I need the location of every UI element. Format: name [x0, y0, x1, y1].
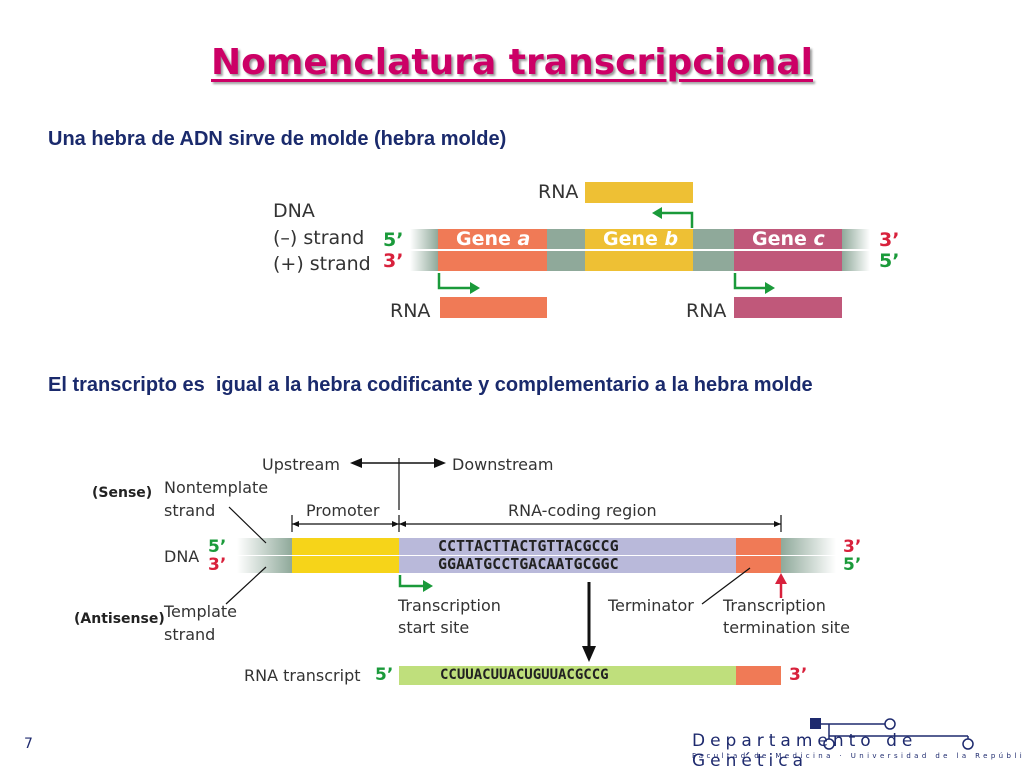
strand-bottom-end-right — [842, 251, 870, 271]
arrow-gene-c-icon — [733, 273, 767, 290]
arrow-gene-a-icon — [437, 273, 472, 290]
gene-c-bottom — [734, 251, 842, 271]
tss-label-1: Transcription — [398, 596, 501, 615]
dna-label-2: DNA — [164, 547, 200, 566]
dna2-top-end-left — [237, 538, 292, 555]
dna2-top-end-right — [781, 538, 836, 555]
rna-sequence: CCUUACUUACUGUUACGCCG — [440, 667, 609, 683]
three-prime-left-bottom: 3’ — [383, 250, 404, 272]
tts-label-2: termination site — [723, 618, 851, 637]
strand-top-end-right — [842, 229, 870, 249]
five-prime-right-bottom-2: 5’ — [843, 555, 862, 575]
three-prime-left-bottom-2: 3’ — [208, 555, 227, 575]
downstream-label: Downstream — [452, 455, 554, 474]
plus-strand-label: (+) strand — [273, 253, 371, 275]
rna-gene-c-bar — [734, 297, 842, 318]
subtitle-transcript: El transcripto es igual a la hebra codif… — [48, 374, 813, 396]
gene-a-top — [438, 229, 547, 249]
gene-b-bottom — [585, 251, 693, 271]
rna-three-prime: 3’ — [789, 665, 808, 685]
page-title: Nomenclatura transcripcional — [211, 42, 813, 83]
gene-c-top — [734, 229, 842, 249]
terminator-top — [736, 538, 781, 555]
spacer-bc-bottom — [693, 251, 734, 271]
page-number: 7 — [24, 736, 33, 752]
arrowhead-gene-b-icon — [652, 207, 662, 219]
rna-five-prime: 5’ — [375, 665, 394, 685]
template-label-1: Template — [164, 602, 238, 621]
faculty-name: Facultad de Medicina · Universidad de la… — [692, 752, 1024, 760]
dna-label: DNA — [273, 200, 315, 222]
tss-arrow-icon — [398, 575, 425, 588]
promoter-label: Promoter — [306, 501, 380, 520]
nontemplate-label-2: strand — [164, 501, 216, 520]
gene-b-top — [585, 229, 693, 249]
rna-transcript-terminator — [736, 666, 781, 685]
gene-a-bottom — [438, 251, 547, 271]
gene-a-label: Gene a — [456, 228, 531, 250]
arrowhead-gene-a-icon — [470, 282, 480, 294]
coding-top — [399, 538, 736, 555]
bottom-sequence: GGAATGCCTGACAATGCGGC — [438, 555, 619, 573]
five-prime-left-top-2: 5’ — [208, 537, 227, 557]
strand-bottom-end-left — [410, 251, 438, 271]
upstream-arrow-icon — [350, 458, 362, 468]
dna2-bottom-end-right — [781, 556, 836, 573]
downstream-arrow-icon — [434, 458, 446, 468]
sense-label: (Sense) — [92, 485, 153, 501]
department-name: Departamento de Genética — [692, 731, 918, 771]
strand-top-end-left — [410, 229, 438, 249]
terminator-bottom — [736, 556, 781, 573]
promoter-top — [292, 538, 399, 555]
dna2-bottom-end-left — [237, 556, 292, 573]
three-prime-right-top: 3’ — [879, 229, 900, 251]
nontemplate-label-1: Nontemplate — [164, 478, 269, 497]
spacer-bc-top — [693, 229, 734, 249]
spacer-ab-bottom — [547, 251, 585, 271]
logo-square-icon — [810, 718, 821, 729]
rna-coding-region-label: RNA-coding region — [508, 501, 657, 520]
rna-gene-b-bar — [585, 182, 693, 203]
upstream-label: Upstream — [262, 455, 340, 474]
termination-arrow-icon — [775, 573, 787, 584]
three-prime-right-top-2: 3’ — [843, 537, 862, 557]
rna-left-label: RNA — [390, 300, 431, 322]
rna-right-label: RNA — [686, 300, 727, 322]
transcription-arrow-icon — [582, 646, 596, 662]
five-prime-left-top: 5’ — [383, 229, 404, 251]
gene-b-label: Gene b — [603, 228, 679, 250]
template-label-2: strand — [164, 625, 216, 644]
terminator-label: Terminator — [608, 596, 694, 615]
tss-label-2: start site — [398, 618, 470, 637]
spacer-ab-top — [547, 229, 585, 249]
rna-transcript-label: RNA transcript — [244, 666, 361, 685]
rna-transcript-bar — [399, 666, 736, 685]
top-sequence: CCTTACTTACTGTTACGCCG — [438, 537, 619, 555]
arrowhead-gene-c-icon — [765, 282, 775, 294]
rna-top-label: RNA — [538, 181, 579, 203]
coding-bottom — [399, 556, 736, 573]
gene-c-label: Gene c — [752, 228, 825, 250]
arrow-gene-b-icon — [660, 211, 694, 228]
rna-gene-a-bar — [440, 297, 547, 318]
antisense-label: (Antisense) — [74, 611, 165, 627]
five-prime-right-bottom: 5’ — [879, 250, 900, 272]
subtitle-template-strand: Una hebra de ADN sirve de molde (hebra m… — [48, 128, 507, 150]
logo-circle-icon — [884, 718, 896, 730]
tts-label-1: Transcription — [723, 596, 826, 615]
minus-strand-label: (–) strand — [273, 227, 365, 249]
promoter-bottom — [292, 556, 399, 573]
